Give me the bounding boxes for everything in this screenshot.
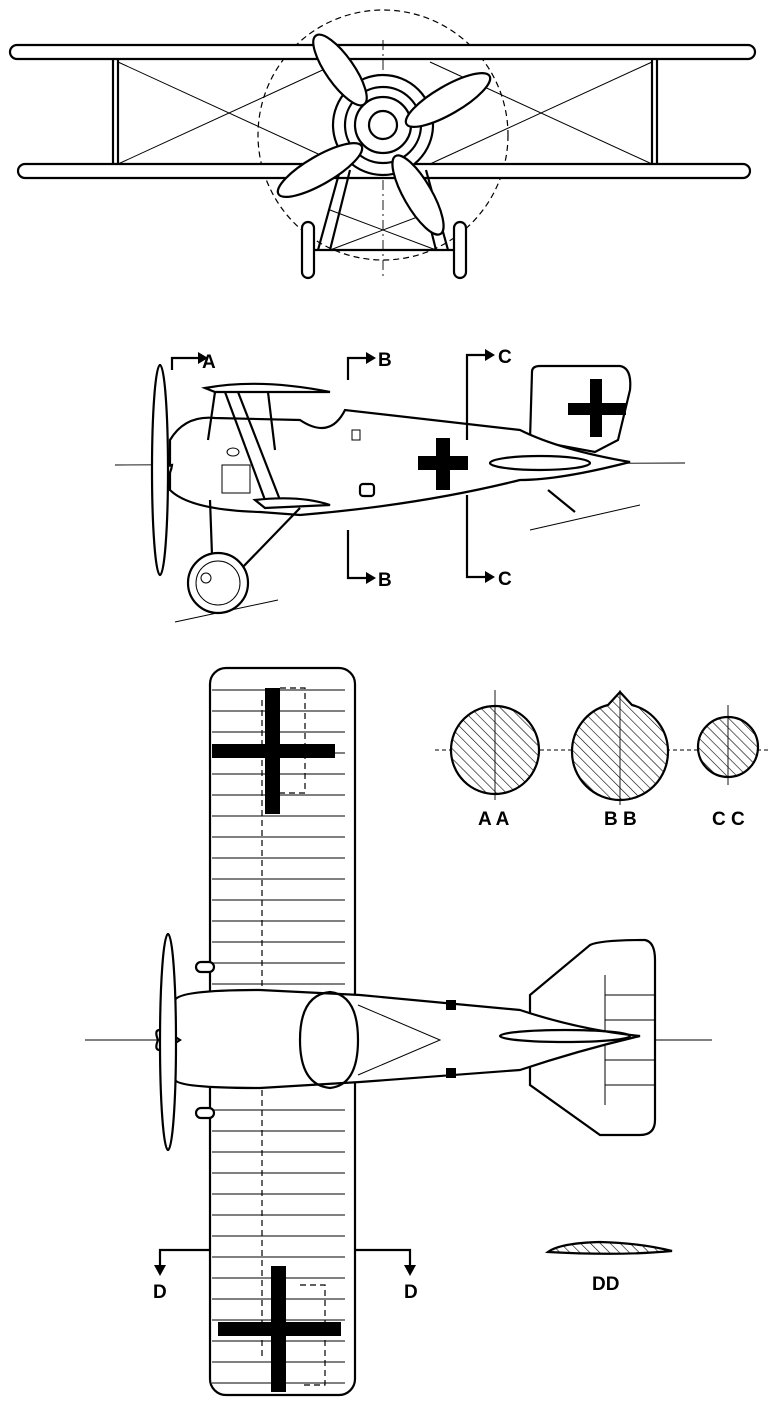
- section-marker-d-left: D: [153, 1248, 210, 1303]
- section-label-a: A: [202, 352, 216, 373]
- fuselage-plan: [173, 988, 641, 1090]
- plan-view: D D: [85, 666, 712, 1397]
- cabane-struts-side: [206, 391, 282, 501]
- upper-wing-cross-insignia-top: [212, 688, 335, 814]
- section-marker-b-bottom: B: [346, 530, 392, 591]
- elevator-plan: [498, 1028, 632, 1044]
- fuselage-vent: [358, 482, 376, 498]
- section-label-bb: B B: [604, 809, 637, 830]
- upper-wing-front: [8, 43, 757, 61]
- cross-sections: A A B B C C DD: [435, 690, 768, 1295]
- section-marker-d-right: D: [355, 1248, 418, 1303]
- section-label-aa: A A: [478, 809, 510, 830]
- fuselage-side: [168, 408, 631, 517]
- left-wheel-front: [300, 220, 316, 280]
- propeller-disc: [257, 9, 509, 261]
- undercarriage-side: [208, 489, 576, 571]
- ground-line-tail: [529, 504, 641, 531]
- lower-wing-side: [252, 497, 331, 510]
- wheel-side: [186, 551, 250, 615]
- upper-wing-side: [201, 382, 331, 394]
- propeller-front: [276, 33, 492, 236]
- propeller-side: [150, 363, 170, 577]
- front-view: [8, 9, 757, 280]
- section-label-dd: DD: [592, 1274, 619, 1295]
- propeller-plan: [158, 932, 178, 1152]
- svg-text:D: D: [153, 1282, 167, 1303]
- section-marker-a: A: [170, 352, 216, 373]
- section-marker-c-top: C: [465, 347, 512, 440]
- cockpit-opening: [298, 990, 360, 1090]
- svg-text:B: B: [378, 570, 392, 591]
- svg-text:B: B: [378, 350, 392, 371]
- section-dd-airfoil: [544, 1240, 673, 1255]
- section-label-cc: C C: [712, 809, 745, 830]
- upper-wing-cross-insignia-bottom: [218, 1266, 341, 1392]
- side-view: A B B C C: [114, 347, 686, 623]
- svg-text:C: C: [498, 347, 512, 368]
- rudder-cross-insignia: [568, 379, 626, 437]
- access-panel: [221, 464, 251, 494]
- fuselage-cross-insignia: [418, 438, 468, 490]
- section-marker-b-top: B: [346, 350, 392, 380]
- section-marker-c-bottom: C: [465, 495, 512, 590]
- propeller-hub: [367, 109, 399, 141]
- right-wheel-front: [452, 220, 468, 280]
- svg-text:C: C: [498, 569, 512, 590]
- svg-text:D: D: [404, 1282, 418, 1303]
- tailplane-side: [488, 454, 592, 472]
